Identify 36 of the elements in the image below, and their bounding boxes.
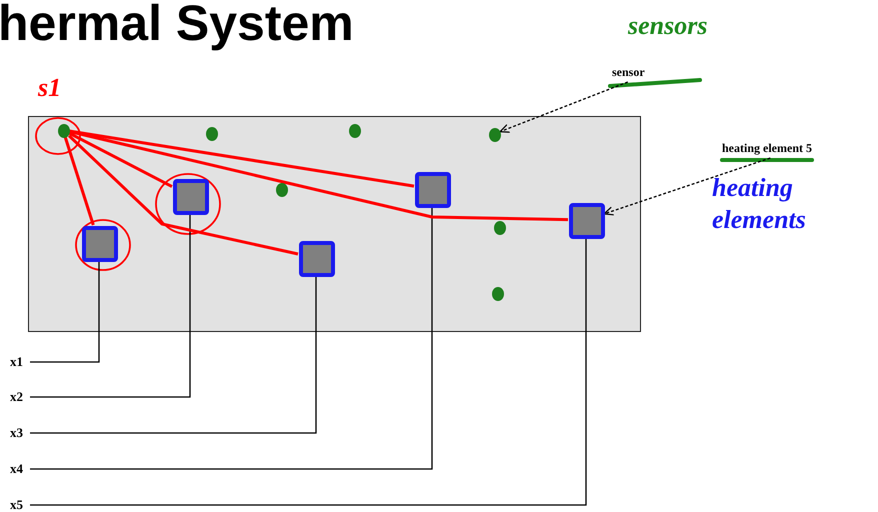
hand-drawn-line xyxy=(68,132,173,188)
sensor-dot xyxy=(58,124,70,138)
handwritten-note: heating elements xyxy=(712,172,807,236)
sensor-dot xyxy=(492,287,504,301)
sensor-dot xyxy=(494,221,506,235)
callout-label: x1 xyxy=(10,354,23,370)
callout-label: x5 xyxy=(10,497,23,512)
handwritten-note: s1 xyxy=(38,72,62,104)
plate-panel xyxy=(28,116,641,332)
connector-line xyxy=(30,207,433,470)
connector-line xyxy=(30,238,587,506)
sensor-dot xyxy=(349,124,361,138)
sensor-dot xyxy=(276,183,288,197)
hand-drawn-line xyxy=(68,130,568,222)
callout-label: sensor xyxy=(612,64,645,80)
heating-element xyxy=(82,226,118,262)
heating-element xyxy=(299,241,335,277)
hand-drawn-line xyxy=(64,136,95,226)
connector-line xyxy=(30,261,100,363)
hand-drawn-line xyxy=(68,134,298,256)
callout-label: x4 xyxy=(10,461,23,477)
heating-element xyxy=(415,172,451,208)
leader-line xyxy=(499,81,628,133)
callout-label: x3 xyxy=(10,425,23,441)
callout-label: heating element 5 xyxy=(722,140,812,156)
heating-element xyxy=(173,179,209,215)
hand-drawn-line xyxy=(68,130,414,188)
heating-element xyxy=(569,203,605,239)
handwritten-note: sensors xyxy=(628,10,708,42)
callout-label: x2 xyxy=(10,389,23,405)
leader-line xyxy=(603,157,770,216)
sensor-dot xyxy=(206,127,218,141)
connector-line xyxy=(30,276,317,434)
sensor-dot xyxy=(489,128,501,142)
slide-title: hermal System xyxy=(0,0,354,52)
connector-line xyxy=(30,214,191,398)
